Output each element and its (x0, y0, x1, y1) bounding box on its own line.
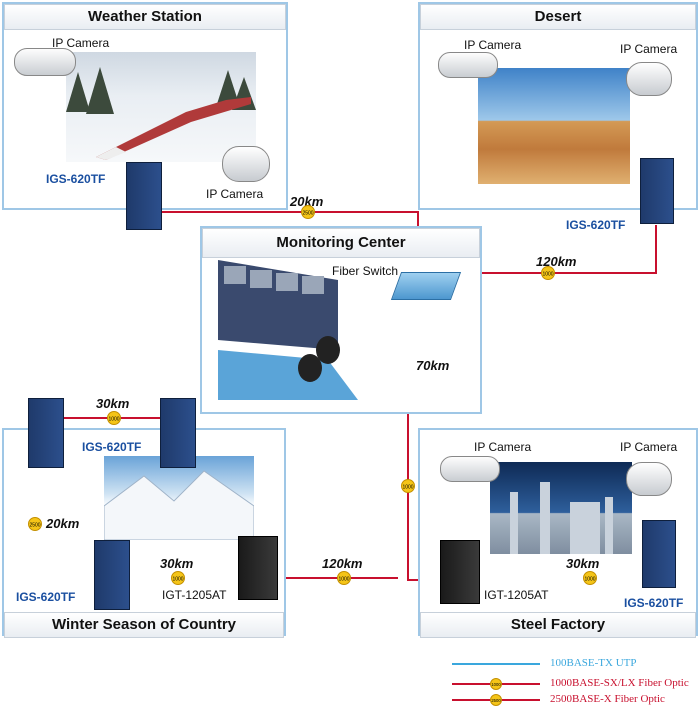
fiber-switch-label: Fiber Switch (332, 264, 399, 278)
legend-2500-badge: 2500 (491, 698, 501, 703)
distance-factory-bottom: 30km (566, 556, 600, 571)
legend-1000-label: 1000BASE-SX/LX Fiber Optic (550, 677, 689, 689)
dome-camera-icon (626, 62, 672, 96)
weather-train-photo (66, 52, 256, 162)
desert-photo (478, 68, 630, 184)
distance-winter-bottom: 30km (160, 556, 194, 571)
desert-title: Desert (420, 4, 696, 30)
factory-camera1-label: IP Camera (474, 440, 532, 454)
distance-weather-center: 20km (290, 194, 324, 209)
winter-title: Winter Season of Country (4, 612, 284, 638)
legend-1000-badge: 1000 (491, 682, 501, 687)
switch-icon (126, 162, 162, 230)
switch-icon (160, 398, 196, 468)
steel-factory-title: Steel Factory (420, 612, 696, 638)
winter-photo (103, 456, 255, 541)
winter-bottom-switch-label: IGS-620TF (16, 590, 76, 604)
weather-camera1-label: IP Camera (52, 36, 110, 50)
snow-train-scene (66, 67, 256, 160)
media-converter-icon (440, 540, 480, 604)
switch-icon (640, 158, 674, 224)
fiber-switch-icon (390, 272, 462, 300)
winter-converter-label: IGT-1205AT (162, 588, 227, 602)
weather-camera2-label: IP Camera (206, 187, 264, 201)
distance-winter-top: 30km (96, 396, 130, 411)
distance-winter-factory: 120km (322, 556, 363, 571)
weather-switch-label: IGS-620TF (46, 172, 106, 186)
camera-icon (438, 52, 498, 78)
distance-winter-left: 20km (46, 516, 80, 531)
weather-station-title: Weather Station (4, 4, 286, 30)
distance-desert-center: 120km (536, 254, 577, 269)
distance-center-factory: 70km (416, 358, 450, 373)
factory-converter-label: IGT-1205AT (484, 588, 549, 602)
camera-icon (14, 48, 76, 76)
factory-switch-label: IGS-620TF (624, 596, 684, 610)
factory-camera2-label: IP Camera (620, 440, 678, 454)
dome-camera-icon (626, 462, 672, 496)
switch-icon (94, 540, 130, 610)
monitoring-center-title: Monitoring Center (202, 228, 480, 258)
legend: 1000 2500 100BASE-TX UTP 1000BASE-SX/LX … (452, 656, 698, 706)
winter-top-switch-label: IGS-620TF (82, 440, 142, 454)
legend-2500-label: 2500BASE-X Fiber Optic (550, 693, 665, 705)
factory-photo (490, 462, 632, 554)
desert-camera2-label: IP Camera (620, 42, 678, 56)
control-room-illustration (218, 260, 368, 400)
camera-icon (440, 456, 500, 482)
switch-icon (28, 398, 64, 468)
switch-icon (642, 520, 676, 588)
media-converter-icon (238, 536, 278, 600)
desert-camera1-label: IP Camera (464, 38, 522, 52)
dome-camera-icon (222, 146, 270, 182)
desert-switch-label: IGS-620TF (566, 218, 626, 232)
legend-utp-label: 100BASE-TX UTP (550, 657, 637, 669)
